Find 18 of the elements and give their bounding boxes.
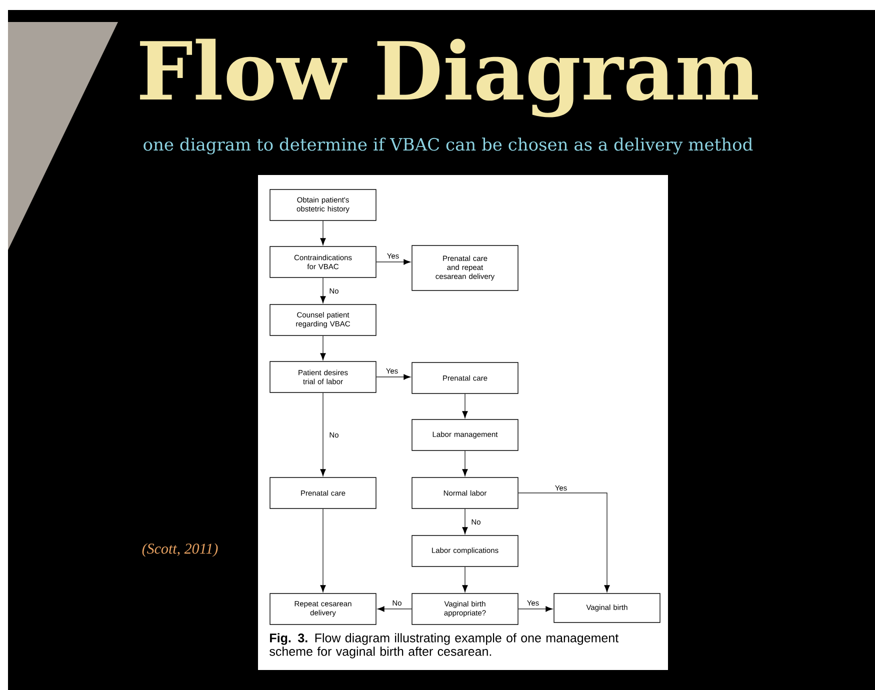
citation: (Scott, 2011) [142,543,218,557]
arrow [320,278,326,304]
arrow [320,508,326,592]
arrow [462,450,468,476]
arrow [376,259,411,265]
slide-title: Flow Diagram [140,38,758,118]
arrow [376,374,411,380]
arrow [462,394,468,418]
arrow [320,392,326,476]
arrow [462,566,468,592]
arrow [320,336,326,360]
arrow [518,492,610,592]
figure-caption: Fig. 3. Flow diagram illustrating example of one management scheme for vaginal birth after cesarean. [270,633,618,658]
arrow [377,606,412,612]
arrow [462,508,468,534]
subtitle: one diagram to determine if VBAC can be chosen as a delivery method [144,138,753,154]
arrow [320,220,326,246]
arrow [518,606,553,612]
